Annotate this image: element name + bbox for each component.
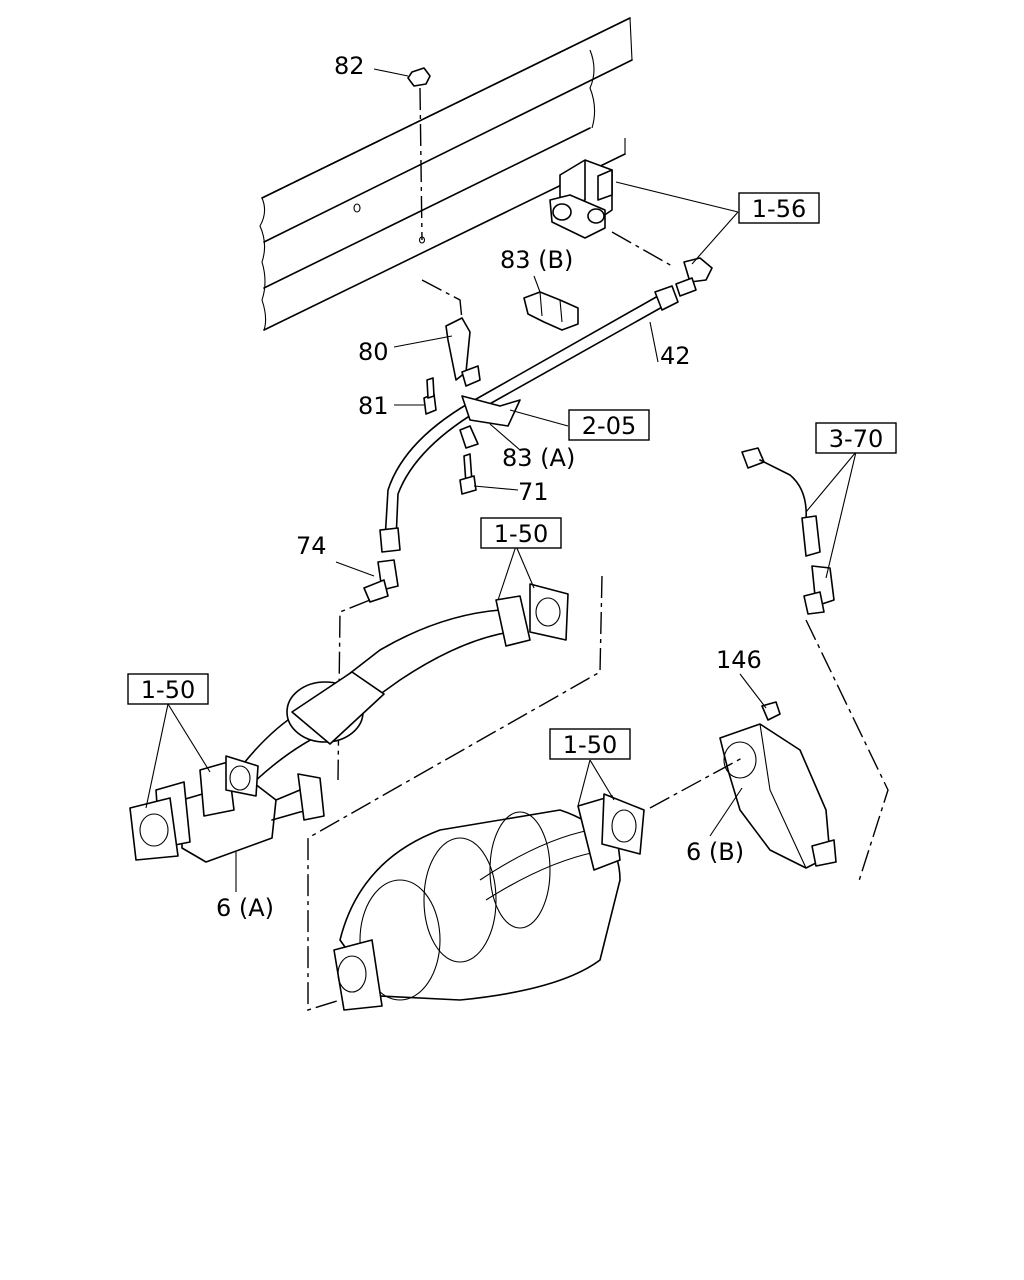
callout-81: 81 bbox=[358, 392, 389, 420]
ref-3-70-label: 3-70 bbox=[829, 425, 883, 453]
exhaust-pipe-6a bbox=[129, 583, 569, 863]
ref-1-50-upper-label: 1-50 bbox=[494, 520, 548, 548]
bracket-80 bbox=[445, 317, 481, 387]
callout-80: 80 bbox=[358, 338, 389, 366]
callout-74: 74 bbox=[296, 532, 327, 560]
clamp-83b bbox=[523, 291, 579, 331]
callout-6a: 6 (A) bbox=[216, 894, 274, 922]
ref-1-50-left-label: 1-50 bbox=[141, 676, 195, 704]
sensor-harness bbox=[741, 447, 835, 615]
ref-2-05[interactable]: 2-05 bbox=[568, 409, 650, 441]
dpf-assembly bbox=[333, 793, 645, 1011]
ref-1-50-lower-label: 1-50 bbox=[563, 731, 617, 759]
ref-2-05-label: 2-05 bbox=[582, 412, 636, 440]
ref-3-70[interactable]: 3-70 bbox=[815, 422, 897, 454]
callout-42: 42 bbox=[660, 342, 691, 370]
bolt-71 bbox=[459, 453, 477, 495]
callout-83a: 83 (A) bbox=[502, 444, 575, 472]
clamp-83a bbox=[459, 395, 521, 449]
exhaust-pipe-6b bbox=[719, 723, 837, 869]
elbow-fitting-upper bbox=[675, 257, 713, 297]
callout-82: 82 bbox=[334, 52, 365, 80]
ref-1-50-lower[interactable]: 1-50 bbox=[549, 728, 631, 760]
ref-1-56-label: 1-56 bbox=[752, 195, 806, 223]
ref-1-56[interactable]: 1-56 bbox=[738, 192, 820, 224]
ref-1-50-left[interactable]: 1-50 bbox=[127, 673, 209, 705]
solenoid-valve bbox=[549, 159, 613, 239]
fitting-74 bbox=[363, 559, 399, 603]
ref-1-50-upper[interactable]: 1-50 bbox=[480, 517, 562, 549]
callout-83b: 83 (B) bbox=[500, 246, 573, 274]
callout-71: 71 bbox=[518, 478, 549, 506]
callout-6b: 6 (B) bbox=[686, 838, 744, 866]
nut-82 bbox=[407, 67, 431, 87]
bolt-81 bbox=[423, 377, 437, 415]
nut-146 bbox=[761, 701, 781, 721]
callout-146: 146 bbox=[716, 646, 762, 674]
